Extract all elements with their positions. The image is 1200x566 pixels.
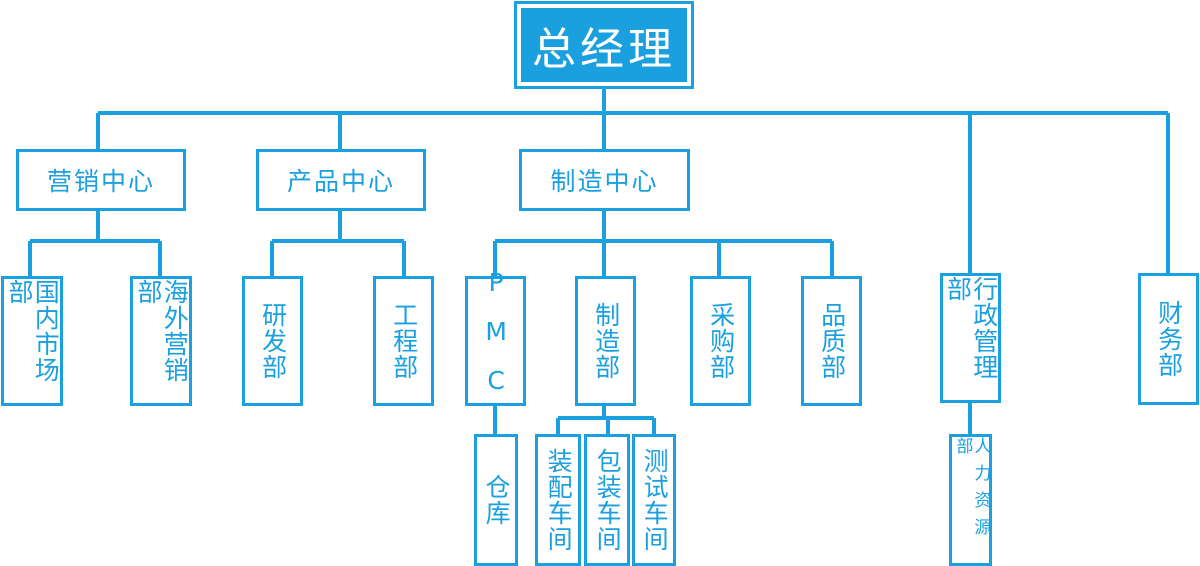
center-product-label: 产品中心 bbox=[286, 167, 395, 196]
unit-packaging-box: 包装车间 bbox=[584, 434, 630, 566]
center-product-box: 产品中心 bbox=[256, 149, 426, 211]
unit-warehouse-label: 仓库 bbox=[482, 474, 512, 526]
center-marketing-label: 营销中心 bbox=[46, 167, 155, 196]
unit-assembly-label: 装配车间 bbox=[544, 448, 574, 552]
dept-pmc-box: PMC bbox=[465, 268, 526, 415]
root-box: 总经理 bbox=[514, 1, 694, 89]
dept-rnd-label: 研发部 bbox=[258, 302, 288, 380]
dept-finance-box: 财务部 bbox=[1138, 273, 1199, 405]
dept-domestic-market-label: 国内市场部 bbox=[5, 279, 61, 383]
dept-finance-label: 财务部 bbox=[1154, 300, 1184, 378]
center-marketing-box: 营销中心 bbox=[16, 149, 186, 211]
unit-assembly-box: 装配车间 bbox=[535, 434, 581, 566]
dept-overseas-marketing-label: 海外营销部 bbox=[134, 279, 190, 383]
dept-admin-box: 行政管理部 bbox=[940, 273, 1001, 403]
dept-rnd-box: 研发部 bbox=[242, 276, 303, 406]
unit-warehouse-box: 仓库 bbox=[474, 434, 518, 566]
dept-pmc-label: PMC bbox=[481, 267, 511, 415]
dept-purchasing-label: 采购部 bbox=[706, 302, 736, 380]
unit-testing-box: 测试车间 bbox=[632, 434, 676, 566]
dept-domestic-market-box: 国内市场部 bbox=[1, 276, 63, 406]
dept-engineering-label: 工程部 bbox=[389, 302, 419, 380]
unit-packaging-label: 包装车间 bbox=[593, 448, 623, 552]
dept-manufacturing-box: 制造部 bbox=[575, 276, 636, 406]
dept-admin-label: 行政管理部 bbox=[943, 276, 999, 380]
dept-manufacturing-label: 制造部 bbox=[591, 302, 621, 380]
dept-quality-label: 品质部 bbox=[817, 302, 847, 380]
unit-testing-label: 测试车间 bbox=[640, 448, 670, 552]
dept-engineering-box: 工程部 bbox=[373, 276, 434, 406]
dept-purchasing-box: 采购部 bbox=[690, 276, 751, 406]
dept-quality-box: 品质部 bbox=[801, 276, 862, 406]
unit-hr-box: 人力资源部 bbox=[949, 434, 992, 566]
unit-hr-label: 人力资源部 bbox=[952, 437, 991, 545]
dept-overseas-marketing-box: 海外营销部 bbox=[130, 276, 192, 406]
root-label: 总经理 bbox=[532, 24, 676, 75]
center-manufacturing-label: 制造中心 bbox=[550, 167, 659, 196]
center-manufacturing-box: 制造中心 bbox=[519, 149, 690, 211]
